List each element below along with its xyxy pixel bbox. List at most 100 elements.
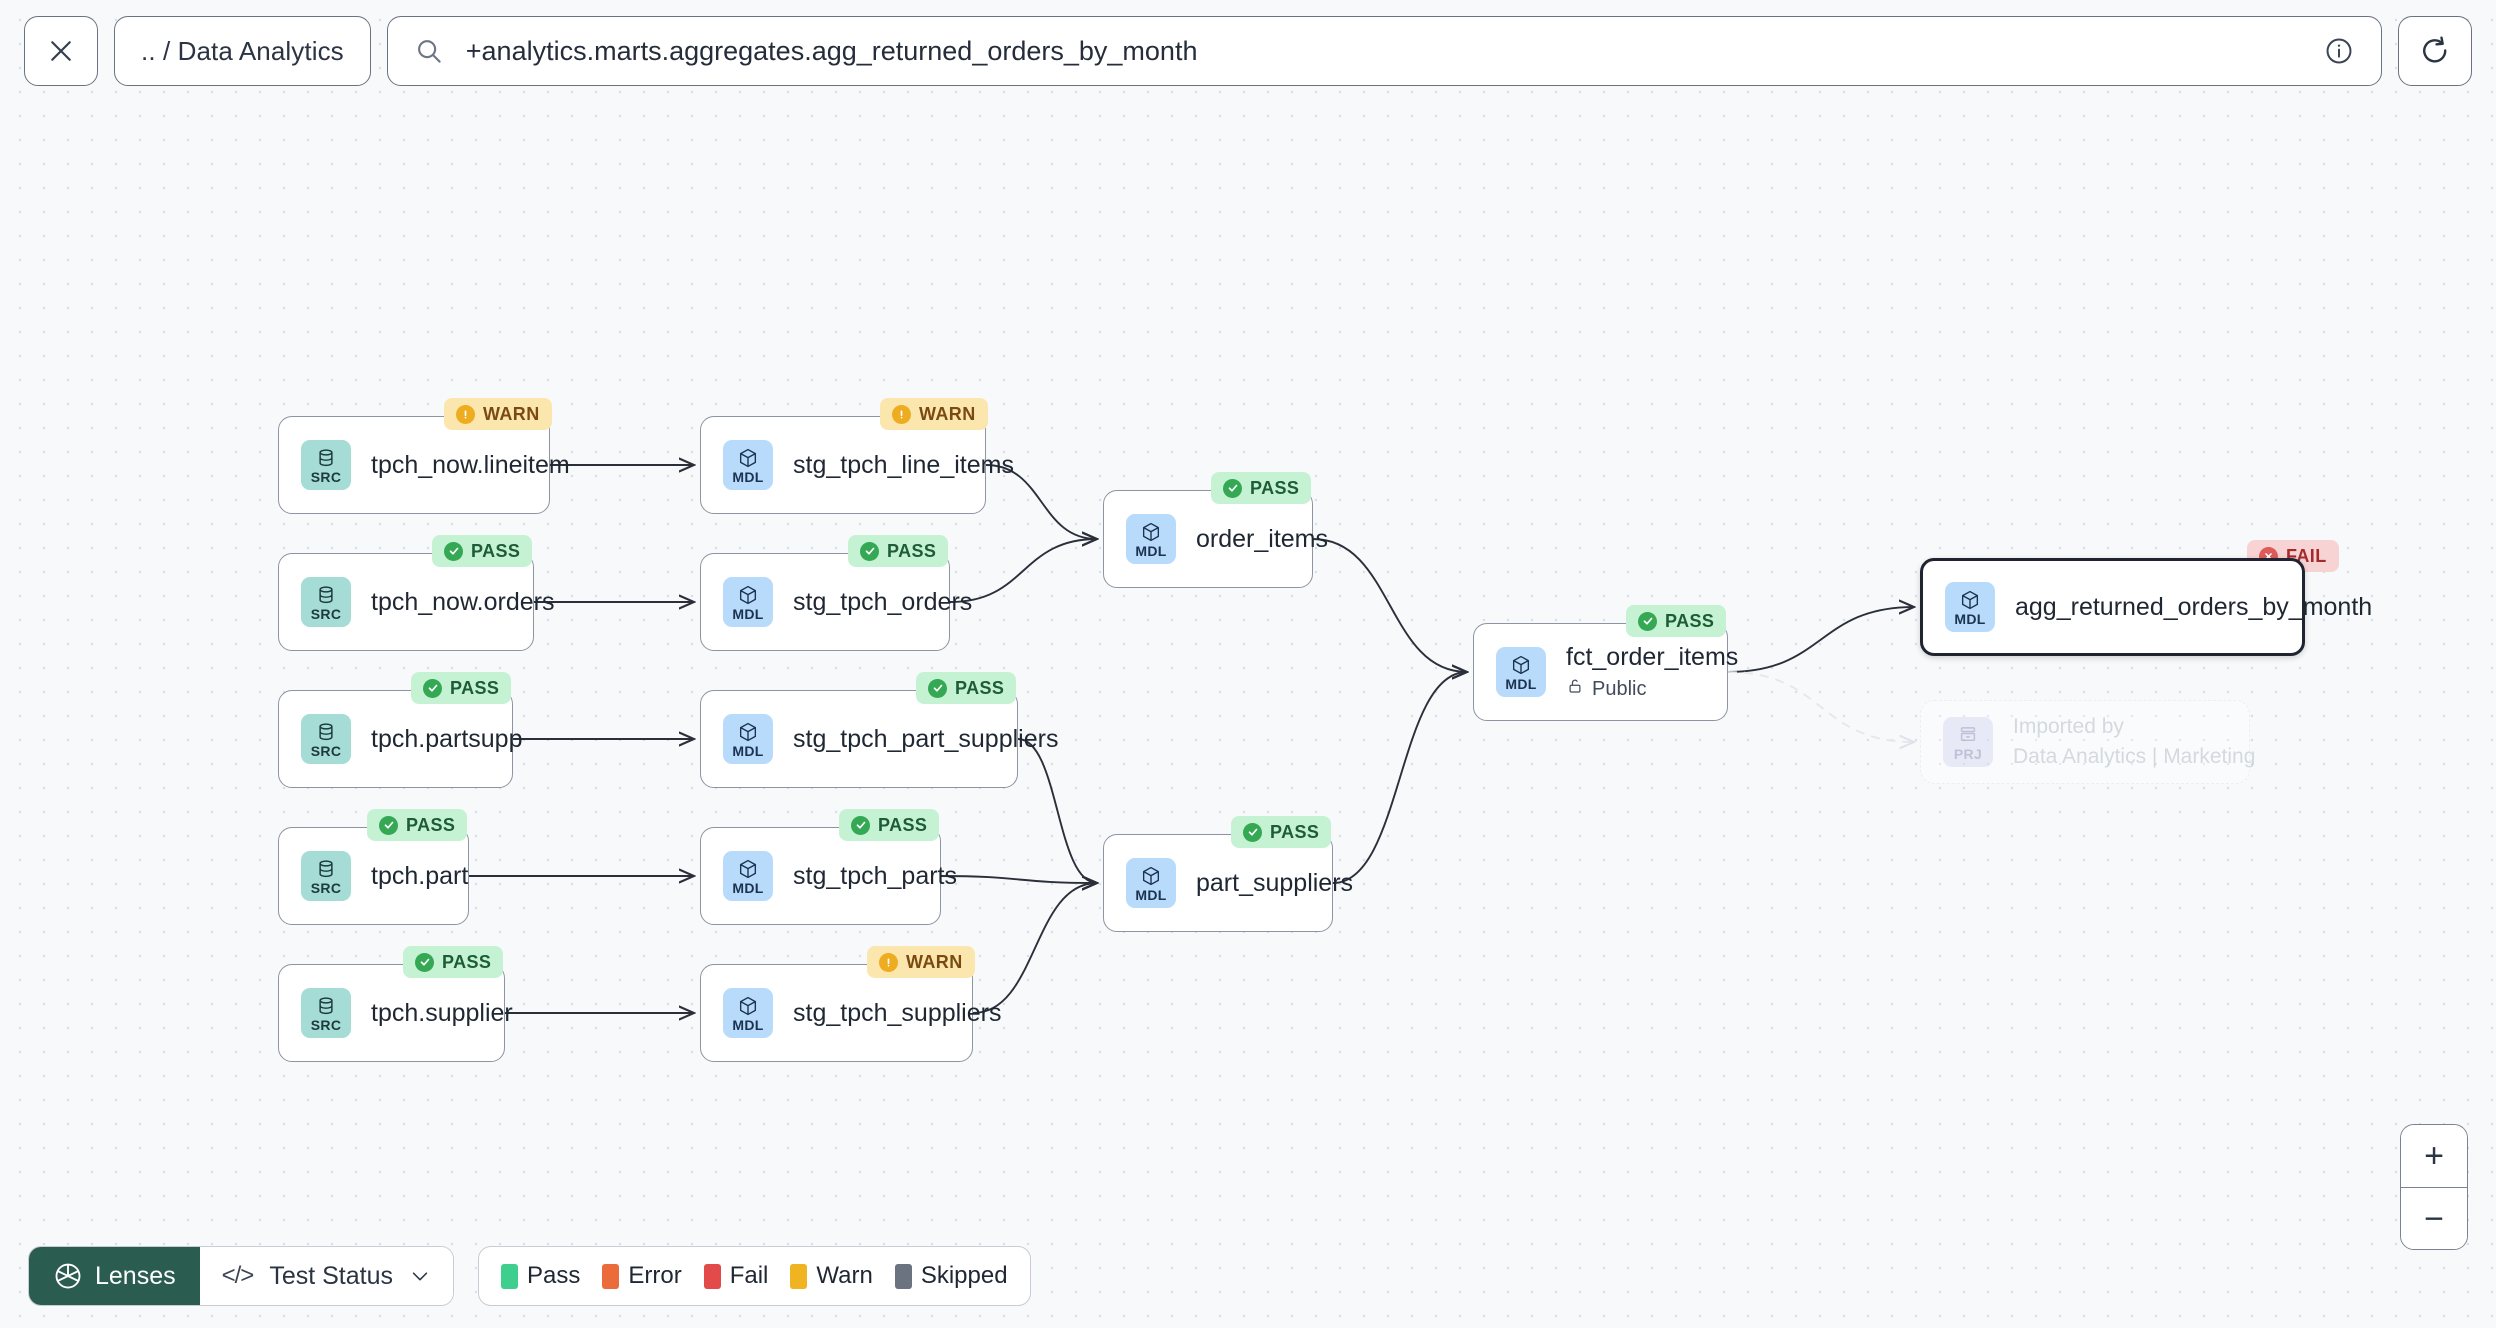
node-type-chip-src: SRC (301, 988, 351, 1038)
zoom-controls: + − (2400, 1124, 2468, 1250)
graph-node-order_items[interactable]: MDL order_items (1103, 490, 1328, 588)
close-icon (46, 36, 76, 66)
node-body: tpch.partsupp (371, 725, 523, 753)
node-body: tpch_now.lineitem (371, 451, 570, 479)
refresh-button[interactable] (2398, 16, 2472, 86)
legend-swatch-icon (501, 1263, 518, 1289)
node-body: stg_tpch_suppliers (793, 999, 1002, 1027)
status-dot-icon (1223, 478, 1242, 498)
graph-node-stg_tpch_suppliers[interactable]: MDL stg_tpch_suppliers (700, 964, 1002, 1062)
status-badge-warn: WARN (880, 398, 988, 430)
status-badge-label: WARN (483, 403, 540, 424)
node-type-chip-src: SRC (301, 851, 351, 901)
info-circle-icon[interactable] (2323, 35, 2355, 67)
search-input[interactable]: +analytics.marts.aggregates.agg_returned… (465, 35, 1198, 66)
status-badge-pass: PASS (411, 672, 512, 704)
graph-node-stg_tpch_line_items[interactable]: MDL stg_tpch_line_items (700, 416, 1014, 514)
status-badge-label: PASS (878, 814, 928, 835)
node-subtitle-label: Data Analytics | Marketing (2013, 744, 2256, 768)
status-dot-icon (423, 678, 442, 698)
status-dot-icon (1638, 611, 1657, 631)
edge-order_items-to-fct_order_items (1312, 538, 1467, 672)
node-body: part_suppliers (1196, 869, 1354, 897)
legend-item-fail[interactable]: Fail (703, 1262, 769, 1290)
node-title: stg_tpch_parts (793, 862, 957, 890)
zoom-out-button[interactable]: − (2401, 1187, 2467, 1249)
search-bar[interactable]: +analytics.marts.aggregates.agg_returned… (386, 16, 2382, 86)
test-status-dropdown[interactable]: </> Test Status (199, 1247, 453, 1305)
edge-stg_tpch_part_suppliers-to-part_suppliers (1017, 738, 1097, 883)
status-badge-label: PASS (887, 540, 937, 561)
legend-label: Pass (527, 1262, 581, 1289)
node-title: stg_tpch_suppliers (793, 999, 1002, 1027)
node-body: stg_tpch_line_items (793, 451, 1014, 479)
status-badge-pass: PASS (1231, 816, 1332, 848)
node-title: part_suppliers (1196, 869, 1354, 897)
status-badge-pass: PASS (432, 535, 533, 567)
node-title: order_items (1196, 525, 1328, 553)
legend-item-pass[interactable]: Pass (501, 1262, 580, 1290)
status-dot-icon (1243, 822, 1262, 842)
status-badge-pass: PASS (848, 535, 949, 567)
graph-node-tpch_part[interactable]: SRC tpch.part (278, 827, 469, 925)
node-title: agg_returned_orders_by_month (2015, 593, 2373, 621)
edge-fct_order_items-to-imported_by_project (1727, 671, 1914, 742)
lenses-control-group: Lenses </> Test Status (28, 1246, 454, 1306)
status-legend: Pass Error Fail Warn Skipped (478, 1246, 1031, 1306)
node-title: tpch.partsupp (371, 725, 523, 753)
code-icon: </> (221, 1262, 255, 1289)
node-body: stg_tpch_part_suppliers (793, 725, 1058, 753)
edge-stg_tpch_suppliers-to-part_suppliers (972, 883, 1097, 1014)
aperture-icon (53, 1261, 83, 1291)
lenses-label: Lenses (95, 1261, 176, 1290)
legend-swatch-icon (602, 1263, 620, 1289)
status-dot-icon (444, 541, 463, 561)
status-badge-pass: PASS (1626, 605, 1727, 637)
legend-label: Error (628, 1262, 682, 1289)
status-badge-warn: WARN (444, 398, 552, 430)
legend-item-error[interactable]: Error (602, 1262, 682, 1290)
node-title: stg_tpch_line_items (793, 451, 1014, 479)
close-button[interactable] (24, 16, 98, 86)
node-type-chip-mdl: MDL (723, 577, 773, 627)
node-type-chip-mdl: MDL (723, 988, 773, 1038)
node-type-chip-src: SRC (301, 440, 351, 490)
status-badge-label: WARN (919, 403, 976, 424)
status-badge-label: PASS (1665, 610, 1715, 631)
zoom-in-button[interactable]: + (2401, 1125, 2467, 1187)
legend-label: Fail (729, 1262, 769, 1289)
node-type-chip-mdl: MDL (723, 714, 773, 764)
node-body: tpch.part (371, 862, 468, 890)
status-dot-icon (851, 815, 870, 835)
graph-node-tpch_partsupp[interactable]: SRC tpch.partsupp (278, 690, 523, 788)
node-title: tpch.part (371, 862, 469, 890)
breadcrumb[interactable]: .. / Data Analytics (114, 16, 371, 86)
node-title: tpch_now.orders (371, 588, 555, 616)
node-type-chip-mdl: MDL (1126, 514, 1176, 564)
node-subtitle: Data Analytics | Marketing (2013, 745, 2255, 769)
node-subtitle: Public (1566, 677, 1727, 701)
legend-item-skipped[interactable]: Skipped (894, 1262, 1008, 1290)
status-badge-label: PASS (450, 677, 500, 698)
node-title: tpch_now.lineitem (371, 451, 570, 479)
graph-node-stg_tpch_part_suppliers[interactable]: MDL stg_tpch_part_suppliers (700, 690, 1058, 788)
lenses-button[interactable]: Lenses (29, 1247, 200, 1305)
graph-node-tpch_now_lineitem[interactable]: SRC tpch_now.lineitem (278, 416, 570, 514)
bottom-toolbar: Lenses </> Test Status Pass Error Fail Warn… (28, 1246, 1031, 1306)
legend-item-warn[interactable]: Warn (790, 1262, 873, 1290)
status-badge-label: PASS (471, 540, 521, 561)
node-type-chip-mdl: MDL (723, 440, 773, 490)
node-type-chip-src: SRC (301, 714, 351, 764)
